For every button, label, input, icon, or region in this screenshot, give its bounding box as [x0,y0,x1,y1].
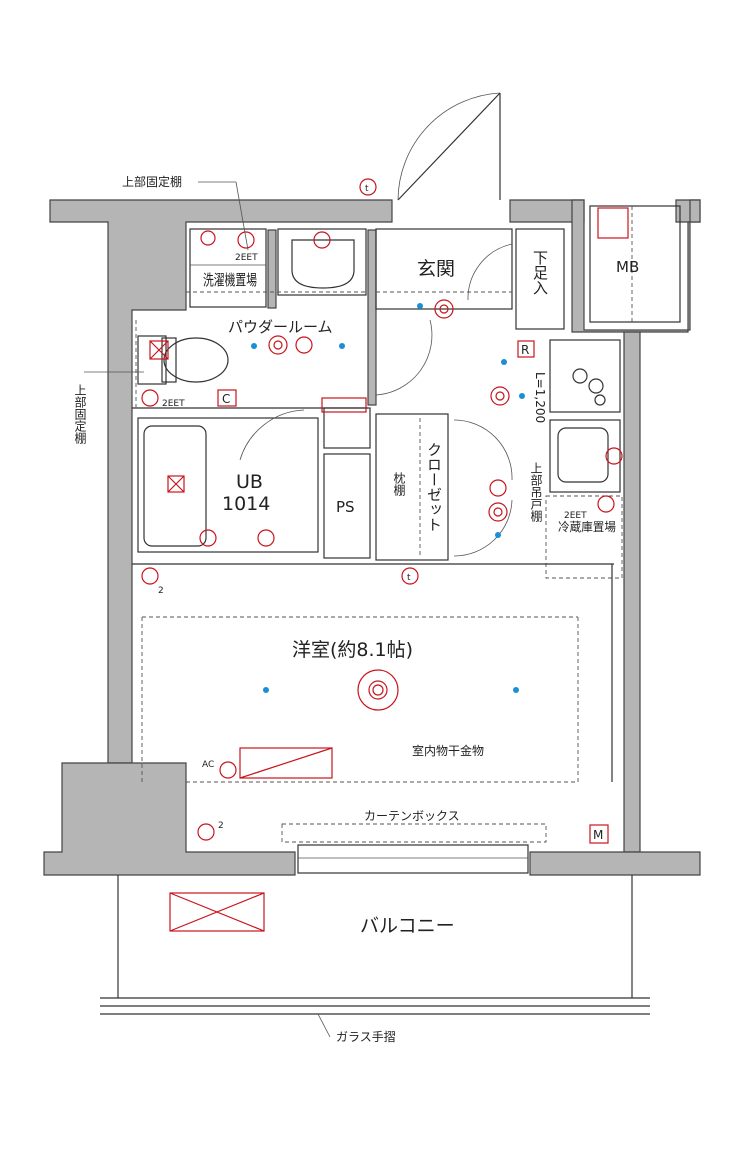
labels: 玄関 下足入 MB パウダールーム 洗濯機置場 UB 1014 PS 枕棚 クロ… [73,174,639,1044]
mb-panel-icon [597,207,629,239]
water-heater-icon [321,397,367,413]
symbol-t-lower: t [407,573,411,583]
ceiling-light-icon [357,669,399,711]
ceiling-light-icon [268,335,288,355]
outlet-icon [141,389,159,407]
label-ub-size: 1014 [222,493,270,515]
light-icon [200,230,216,246]
label-indoor-drying: 室内物干金物 [412,743,484,758]
label-l-dimension: L=1,200 [533,372,547,423]
outlet-icon [199,529,217,547]
symbol-c: C [222,392,230,406]
outlet-icon [141,567,159,585]
exterior-walls [43,199,701,876]
downlights [251,303,525,693]
outlet-icon [197,823,215,841]
label-upper-cabinet: 上部吊戸棚 [529,462,543,523]
ceiling-light-icon [434,299,454,319]
label-ub: UB [236,471,263,493]
fan-icon [167,475,185,493]
label-entrance: 玄関 [417,258,455,280]
doors [239,92,513,557]
light-icon [489,479,507,497]
symbol-2eet-toilet: 2EET [162,399,185,409]
label-powder-room: パウダールーム [228,318,333,336]
symbol-ac: AC [202,760,214,770]
symbol-m: M [593,828,603,842]
label-mb: MB [616,258,639,276]
ceiling-light-icon [490,386,510,406]
label-upper-fixed-shelf-left: 上部固定棚 [73,384,87,445]
light-icon [257,529,275,547]
label-pillow-shelf: 枕棚 [392,471,406,497]
symbol-r: R [521,343,529,357]
outlet-icon [237,231,255,249]
symbol-2eet-fridge: 2EET [564,511,587,521]
symbol-t-top: t [365,184,369,194]
label-washer: 洗濯機置場 [203,271,257,289]
symbol-two-lower: 2 [158,586,164,596]
fan-icon [149,340,169,360]
tv-outlet-icon [401,567,419,585]
stove-icon [572,368,606,406]
label-curtain-box: カーテンボックス [364,809,460,823]
symbol-two-balcony: 2 [218,821,224,831]
label-shoe-storage: 下足入 [531,250,549,295]
symbol-2eet-washer: 2EET [235,253,258,263]
label-closet: クローゼット [425,442,443,532]
meter-icon [589,824,609,844]
aircon-icon [239,747,333,779]
outlet-icon [597,495,615,513]
light-icon [295,336,313,354]
label-upper-fixed-shelf-top: 上部固定棚 [122,174,182,189]
r-mark [517,340,535,358]
balcony-unit-icon [169,892,265,932]
outlet-icon [313,231,331,249]
label-western-room: 洋室(約8.1帖) [292,639,413,661]
tv-outlet-icon [359,178,377,196]
c-mark [217,389,237,407]
ceiling-light-icon [488,502,508,522]
label-glass-handrail: ガラス手摺 [336,1029,396,1044]
electrical-symbols [141,178,629,932]
label-ps: PS [336,498,355,516]
outlet-icon [605,447,623,465]
outlet-icon [219,761,237,779]
interior-lines [100,205,681,1015]
label-fridge: 冷蔵庫置場 [558,520,616,534]
label-balcony: バルコニー [360,915,455,937]
